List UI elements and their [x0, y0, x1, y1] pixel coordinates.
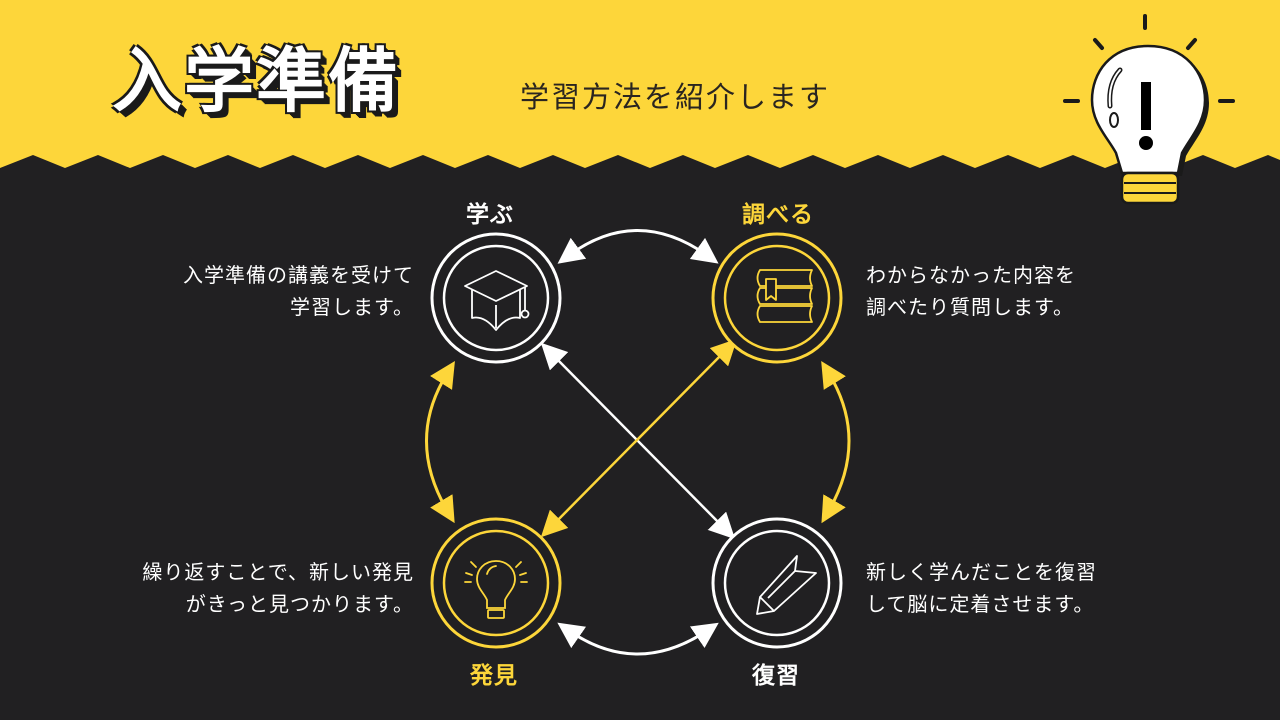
arrow-learn-research — [557, 229, 719, 264]
step-learn-circle — [430, 232, 562, 364]
step-desc-learn: 入学準備の講義を受けて 学習します。 — [183, 263, 414, 319]
step-desc-review: 新しく学んだことを復習 して脳に定着させます。 — [866, 560, 1097, 616]
pencil-icon — [756, 555, 817, 615]
step-desc-discover: 繰り返すことで、新しい発見 がきっと見つかります。 — [142, 560, 414, 616]
step-label-learn: 学ぶ — [466, 202, 514, 228]
step-research-circle — [711, 232, 843, 364]
page-subtitle: 学習方法を紹介します — [520, 80, 831, 114]
step-discover-circle — [430, 517, 562, 649]
step-label-discover: 発見 — [470, 663, 518, 689]
step-label-review: 復習 — [752, 663, 800, 689]
graduation-cap-icon — [464, 270, 530, 331]
arrow-discover-review — [557, 622, 719, 656]
header-background — [0, 0, 1280, 170]
lightbulb-exclamation-icon — [1063, 14, 1235, 205]
lightbulb-icon — [464, 560, 528, 619]
arrow-research-review — [821, 360, 851, 524]
arrow-learn-review — [540, 342, 736, 540]
step-label-research: 調べる — [742, 202, 814, 228]
books-icon — [756, 269, 813, 323]
page-title: 入学準備 — [112, 40, 400, 122]
arrow-research-discover — [540, 338, 738, 538]
step-review-circle — [711, 517, 843, 649]
arrow-learn-discover — [425, 361, 455, 524]
step-desc-research: わからなかった内容を 調べたり質問します。 — [866, 263, 1076, 319]
